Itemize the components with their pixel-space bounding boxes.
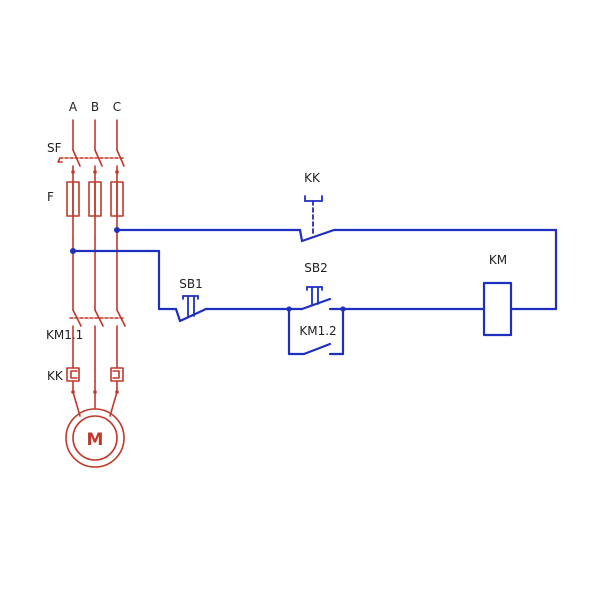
main-contacts-label: KM1.1 [46,328,83,342]
phase-a-label: A [69,100,78,114]
control-circuit: KK SB1 SB2 [70,171,558,356]
fuses [66,171,124,239]
start-button [300,286,332,311]
phase-lines-middle [72,237,118,311]
hold-contact [286,306,346,356]
thermal-contact-label: KK [304,171,321,185]
motor: M [65,391,125,468]
hold-contact-label: KM1.2 [299,324,336,338]
motor-label: M [87,430,104,450]
thermal-relay [66,367,124,394]
circuit-breaker [57,149,125,174]
start-button-label: SB2 [304,261,327,275]
phase-c-label: C [113,100,121,114]
phase-b-label: B [91,100,99,114]
contactor-coil [482,281,513,337]
phase-lines-top [72,119,118,151]
main-contacts [69,309,126,369]
power-circuit: A B C SF F [46,100,126,468]
breaker-label: SF [47,141,62,155]
thermal-relay-label: KK [47,369,64,383]
thermal-contact [304,195,323,237]
lower-control-wire [71,249,486,311]
fuses-label: F [47,190,54,204]
coil-label: KM [489,253,507,267]
stop-button [174,295,208,323]
stop-button-label: SB1 [179,277,202,291]
upper-control-wire [115,228,558,311]
